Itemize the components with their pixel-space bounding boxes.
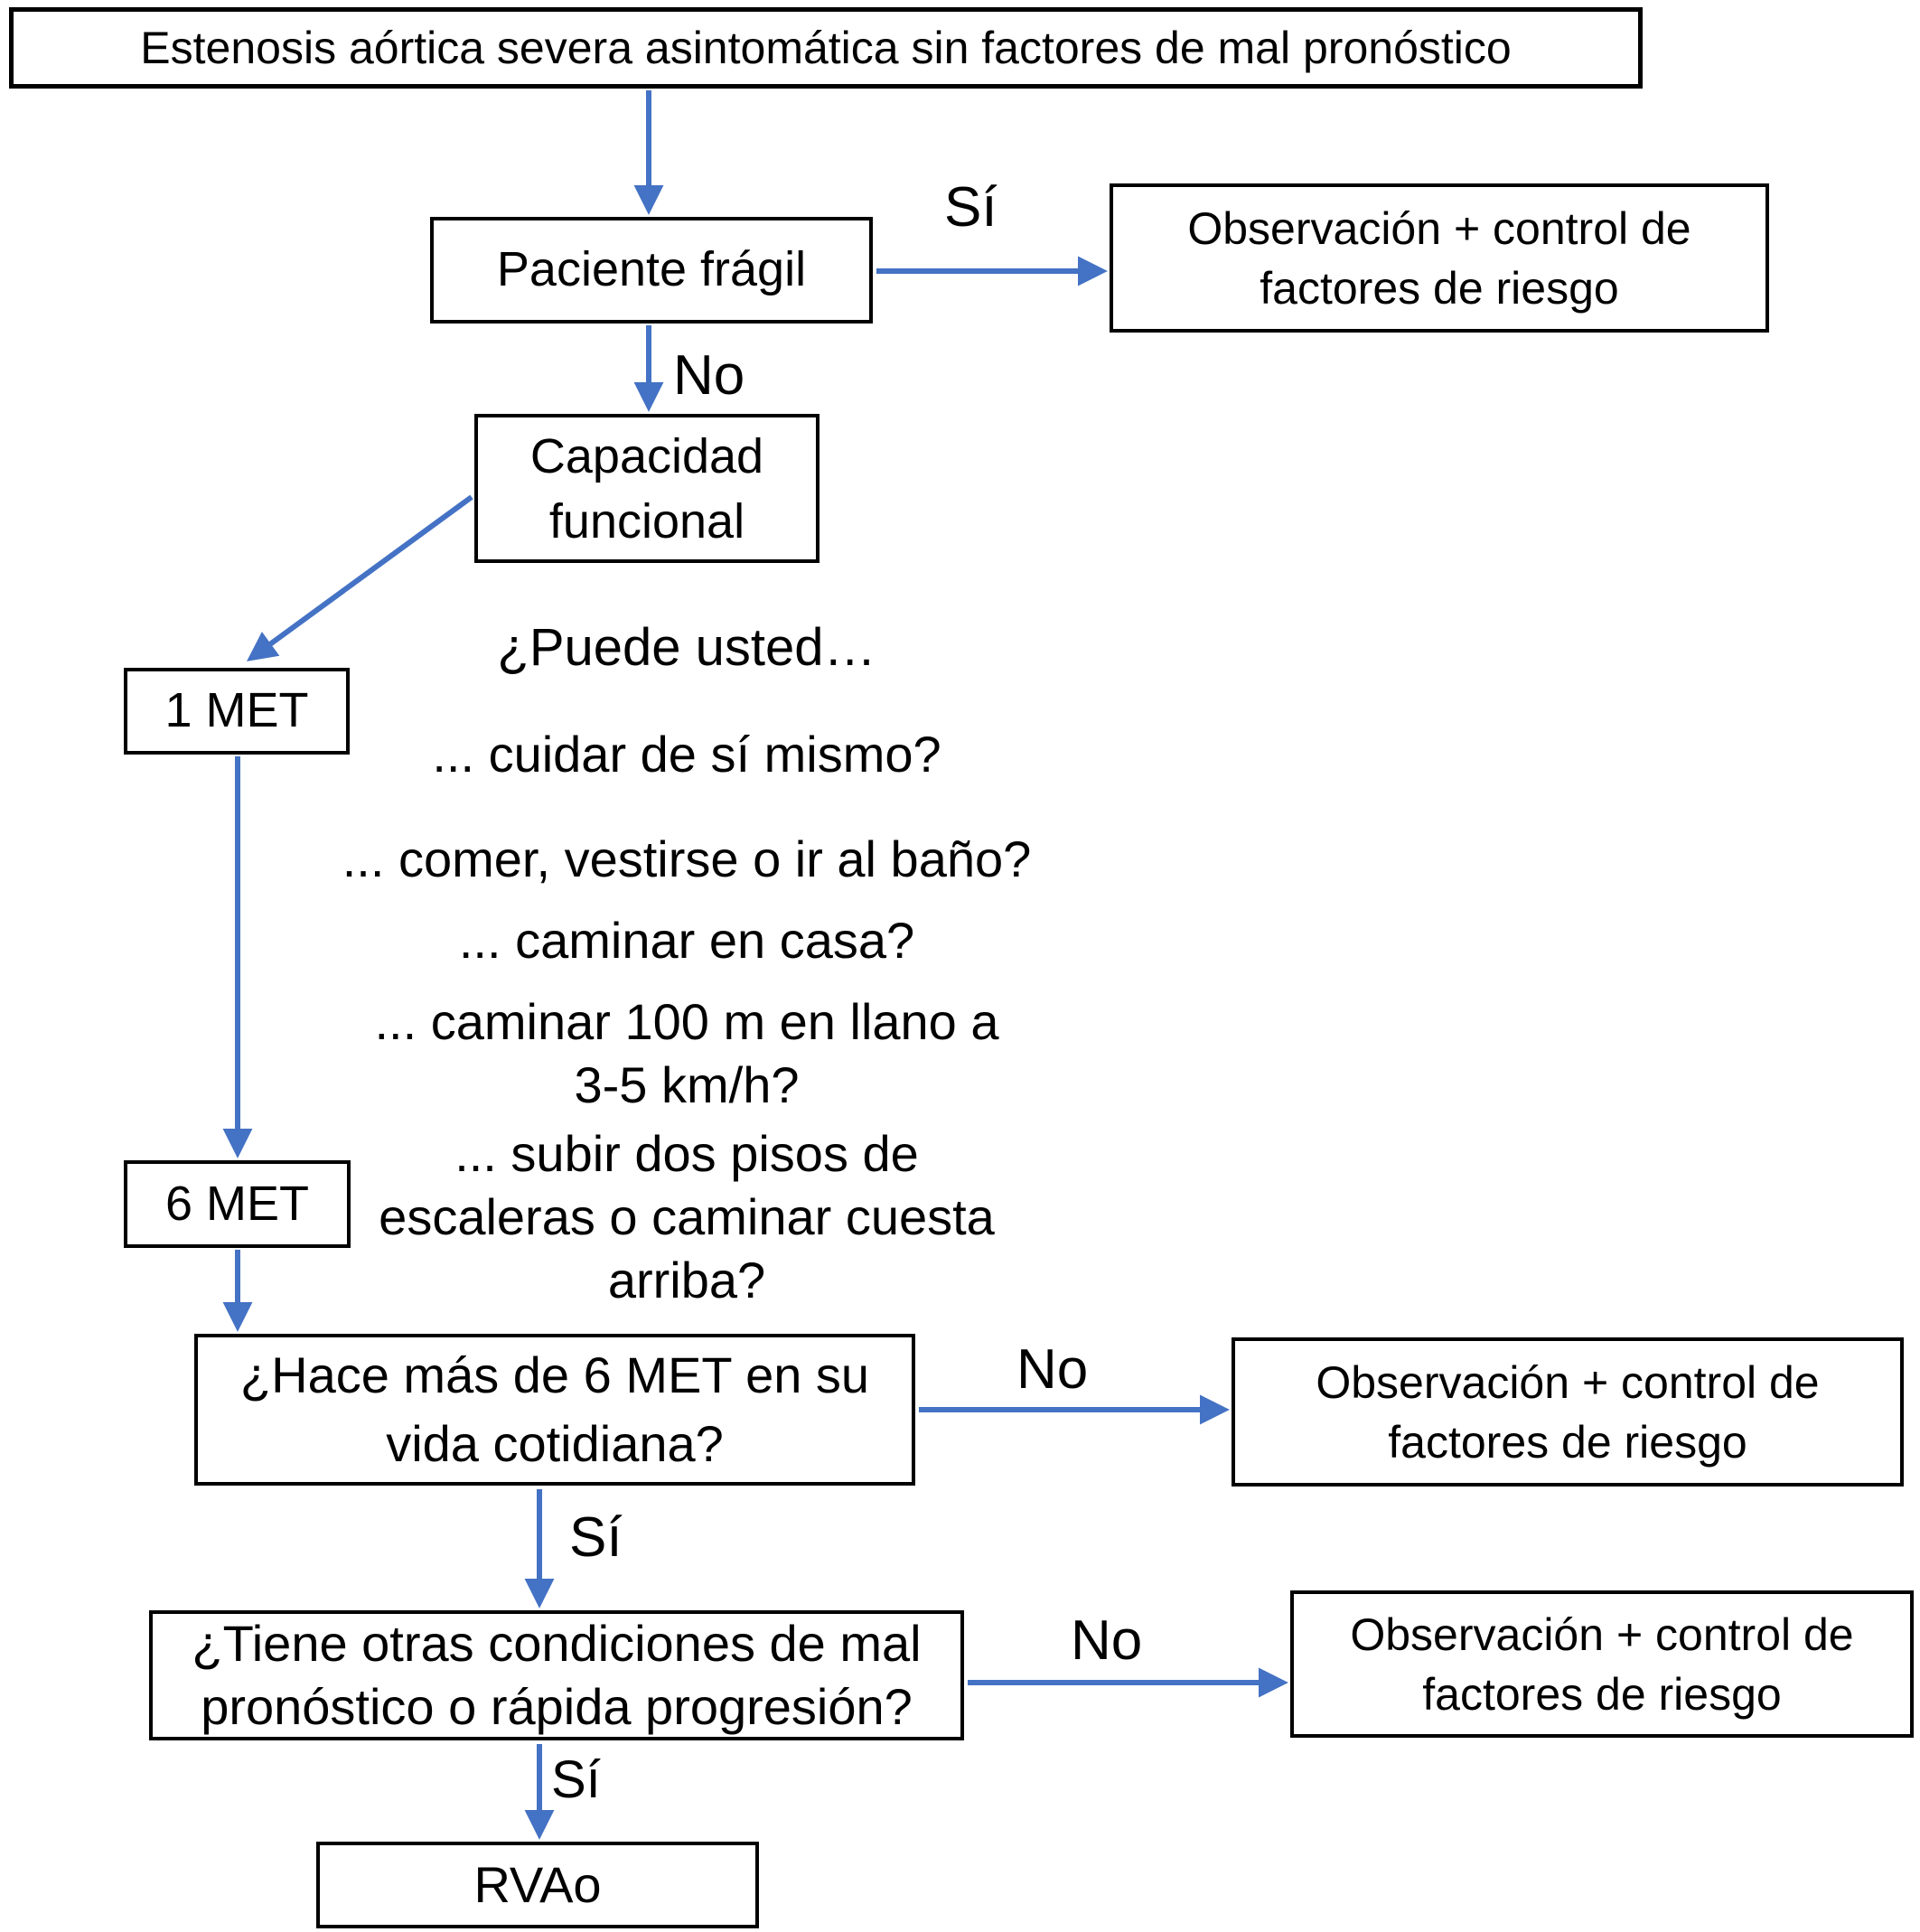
edge-label-fragil-si: Sí xyxy=(944,176,997,239)
edge-label-fragil-no: No xyxy=(673,344,745,407)
question-text-cuidar: ... cuidar de sí mismo? xyxy=(432,726,941,783)
edge-label-hace6-si: Sí xyxy=(569,1506,623,1569)
node-observacion-control-2: Observación + control de factores de rie… xyxy=(1232,1337,1904,1487)
node-rvao: RVAo xyxy=(316,1842,759,1928)
node-paciente-fragil: Paciente frágil xyxy=(430,217,873,324)
arrow-capacidad-to-met1 xyxy=(247,494,473,661)
question-text-caminar-100m: ... caminar 100 m en llano a 3-5 km/h? xyxy=(374,993,999,1113)
node-estenosis-aortica: Estenosis aórtica severa asintomática si… xyxy=(9,7,1643,89)
node-otras-condiciones: ¿Tiene otras condiciones de mal pronósti… xyxy=(149,1610,964,1740)
question-text-caminar-casa: ... caminar en casa? xyxy=(458,912,915,969)
question-text-comer: ... comer, vestirse o ir al baño? xyxy=(342,830,1032,887)
node-observacion-control-3: Observación + control de factores de rie… xyxy=(1290,1590,1914,1738)
edge-label-tiene-no: No xyxy=(1071,1609,1143,1672)
node-hace-mas-de-6-met: ¿Hace más de 6 MET en su vida cotidiana? xyxy=(194,1334,915,1486)
node-observacion-control-1: Observación + control de factores de rie… xyxy=(1110,183,1769,333)
question-text-intro: ¿Puede usted… xyxy=(497,618,876,677)
edge-label-hace6-no: No xyxy=(1016,1338,1089,1401)
edge-label-tiene-si: Sí xyxy=(551,1750,601,1809)
node-capacidad-funcional: Capacidad funcional xyxy=(474,414,820,563)
question-text-subir-pisos: ... subir dos pisos de escaleras o camin… xyxy=(379,1125,995,1308)
node-6-met: 6 MET xyxy=(124,1160,351,1248)
node-1-met: 1 MET xyxy=(124,668,350,755)
